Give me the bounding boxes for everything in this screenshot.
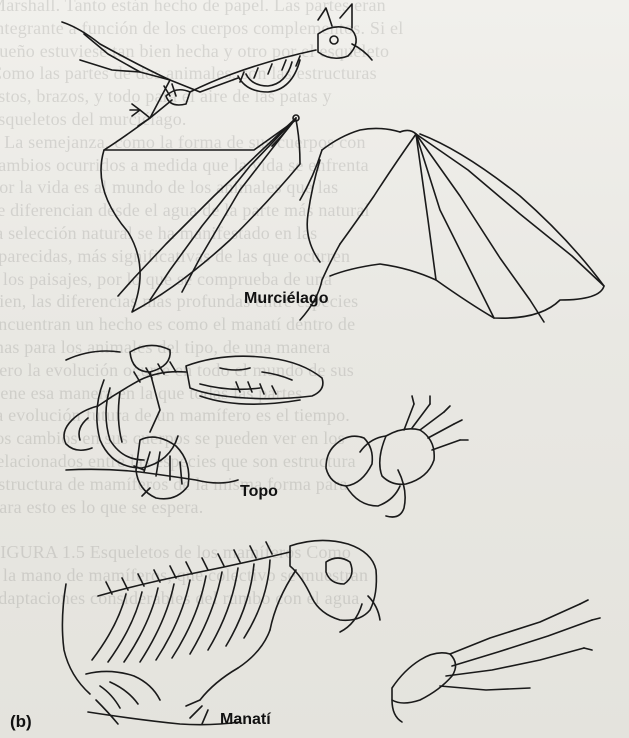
label-manatee: Manatí [220, 712, 271, 728]
bat-skeleton [62, 4, 604, 322]
label-mole: Topo [240, 484, 278, 500]
manatee-skeleton [62, 540, 600, 724]
label-bat: Murciélago [244, 291, 328, 307]
panel-label: (b) [10, 712, 32, 732]
